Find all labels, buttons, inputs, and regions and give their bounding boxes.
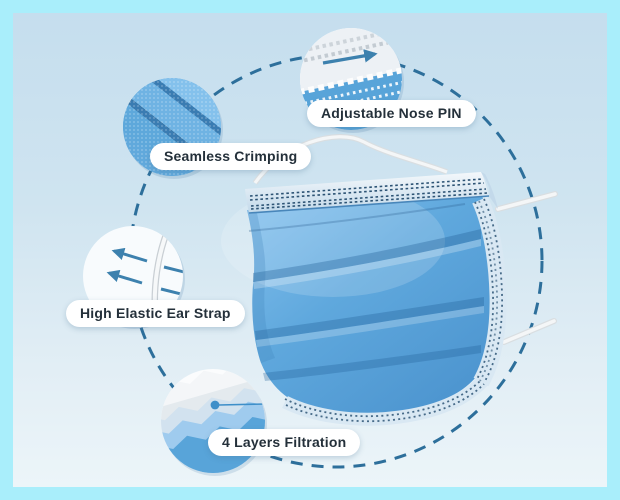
mask-right-band <box>472 196 507 387</box>
stretch-arrows <box>106 247 183 301</box>
pleat-2 <box>255 297 484 340</box>
mask-corner-fold <box>481 172 498 209</box>
mask-left-shade <box>247 210 275 363</box>
diagram-artwork <box>83 28 558 476</box>
pleat-3 <box>263 345 481 381</box>
face-mask-illustration <box>221 133 558 426</box>
callout-label-ear-strap: High Elastic Ear Strap <box>66 300 245 327</box>
callout-label-crimping: Seamless Crimping <box>150 143 312 170</box>
callout-label-filtration: 4 Layers Filtration <box>208 429 361 456</box>
mask-bottom-band <box>282 376 488 426</box>
callout-label-nose-pin: Adjustable Nose PIN <box>307 100 476 127</box>
mask-body <box>247 194 499 417</box>
mask-feature-diagram: Adjustable Nose PIN Seamless Crimping Hi… <box>13 13 607 487</box>
layer-pointer-dot <box>210 400 220 410</box>
slide-arrow <box>322 49 378 65</box>
crimping-inset <box>123 78 223 179</box>
pleat-1 <box>253 229 481 282</box>
pleat-crease-top <box>248 203 466 232</box>
